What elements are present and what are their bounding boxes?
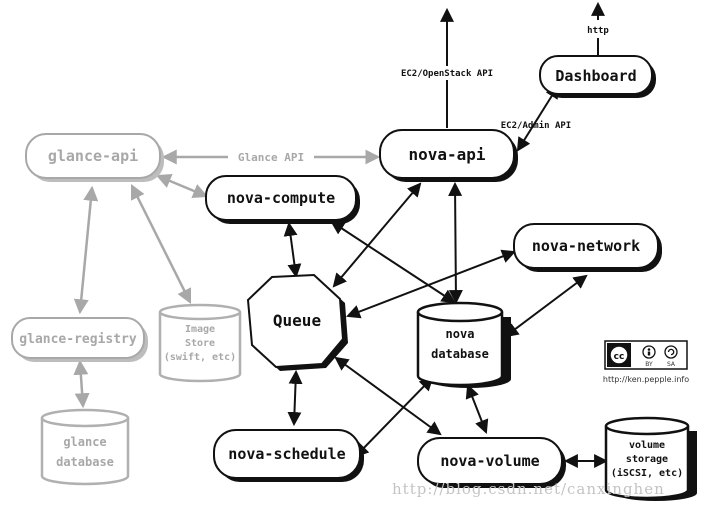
volume-storage-line-2: storage [626, 454, 668, 465]
node-glance-api-label: glance-api [48, 147, 138, 165]
edge-novadb-novavolume [465, 384, 489, 434]
edge-novaapi-novadb [448, 181, 463, 305]
glance-database-line-1: glance [63, 435, 106, 449]
volume-storage-line-3: (iSCSI, etc) [611, 467, 683, 479]
edge-queue-novaschedule [287, 369, 303, 427]
node-nova-compute-label: nova-compute [227, 189, 335, 207]
node-nova-volume[interactable]: nova-volume [417, 437, 566, 488]
store-nova-database[interactable]: nova database [416, 301, 511, 388]
label-ec2-openstack-api: EC2/OpenStack API [401, 69, 493, 79]
edge-glanceapi-novacompute [155, 173, 209, 199]
store-volume-storage[interactable]: volume storage (iSCSI, etc) [604, 416, 697, 501]
node-queue-label: Queue [273, 311, 321, 330]
edge-labels: http EC2/OpenStack API EC2/Admin API Gla… [238, 22, 612, 164]
edge-novacompute-novadb [330, 220, 456, 304]
cc-icon-text: cc [614, 352, 625, 362]
node-nova-api[interactable]: nova-api [379, 129, 518, 182]
image-store-line-3: (swift, etc) [164, 351, 236, 363]
image-store-line-1: Image [185, 324, 215, 335]
cc-icon [609, 345, 629, 365]
node-nova-schedule[interactable]: nova-schedule [213, 429, 364, 482]
edges-glance [73, 149, 381, 409]
edge-novacompute-queue [283, 221, 302, 279]
node-nova-volume-label: nova-volume [440, 452, 539, 470]
label-http: http [587, 26, 609, 36]
store-glance-database[interactable]: glance database [40, 408, 130, 486]
watermark: http://blog.csdn.net/canxinghen [392, 480, 665, 498]
node-queue[interactable]: Queue [246, 273, 348, 371]
node-nova-api-label: nova-api [408, 145, 485, 164]
node-dashboard-label: Dashboard [555, 67, 636, 85]
volume-storage-line-1: volume [629, 440, 665, 451]
node-nova-network-label: nova-network [532, 237, 640, 255]
nova-database-line-1: nova [446, 327, 475, 341]
store-image-store[interactable]: Image Store (swift, etc) [158, 303, 242, 383]
node-glance-registry-label: glance-registry [19, 332, 137, 347]
edge-glanceapi-imagestore [130, 183, 192, 305]
cc-license-badge[interactable]: cc BY SA http://ken.pepple.info [603, 340, 689, 384]
edge-novanetwork-queue [346, 249, 516, 319]
node-dashboard[interactable]: Dashboard [539, 55, 656, 98]
nova-database-line-2: database [431, 347, 489, 361]
edge-novanetwork-novadb [504, 274, 588, 338]
license-url[interactable]: http://ken.pepple.info [603, 375, 689, 384]
sa-label: SA [667, 361, 676, 368]
glance-database-line-2: database [56, 455, 114, 469]
label-glance-api-edge: Glance API [238, 151, 304, 164]
edge-novaapi-dashboard [516, 84, 560, 152]
edge-novaschedule-novadb [354, 376, 434, 458]
share-alike-icon [664, 345, 678, 359]
node-nova-compute[interactable]: nova-compute [205, 175, 360, 224]
edges-nova [283, 1, 609, 468]
label-ec2-admin-api: EC2/Admin API [501, 120, 571, 131]
node-glance-registry[interactable]: glance-registry [11, 317, 148, 362]
edge-glanceregistry-glancedb [73, 359, 90, 409]
node-glance-api[interactable]: glance-api [25, 133, 164, 182]
node-nova-network[interactable]: nova-network [513, 223, 662, 272]
by-label: BY [645, 361, 653, 368]
image-store-line-2: Store [185, 338, 215, 349]
edge-glanceapi-glanceregistry [73, 185, 99, 315]
node-nova-schedule-label: nova-schedule [228, 445, 345, 463]
